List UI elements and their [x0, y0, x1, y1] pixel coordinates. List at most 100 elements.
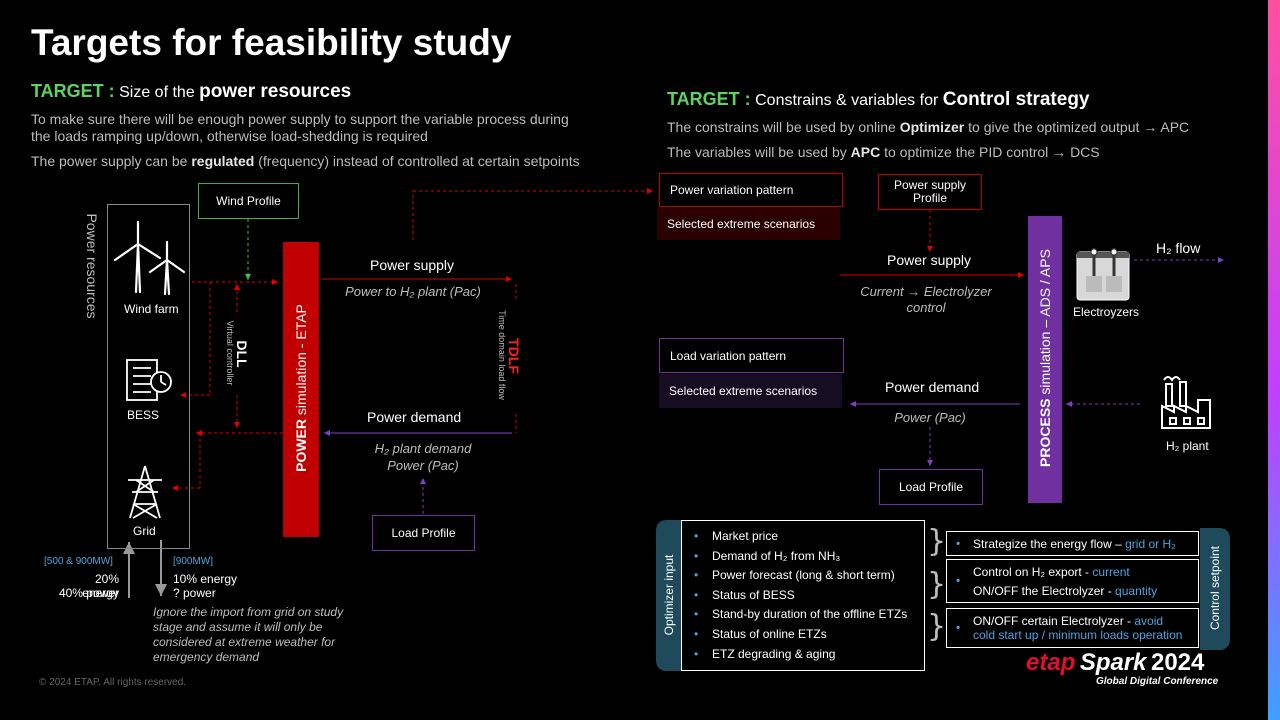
optimizer-item: Status of BESS	[682, 586, 924, 606]
power-demand-label: Power demand	[367, 409, 462, 425]
line2-bold: APC	[850, 144, 881, 160]
electrolyzer-icon	[1076, 248, 1130, 301]
line2-pre: The variables will be used by	[667, 144, 847, 160]
wind-farm-label: Wind farm	[124, 302, 179, 316]
logo-etap: etap	[1026, 649, 1076, 676]
load-variation-pattern-box[interactable]: Load variation pattern	[659, 338, 844, 373]
left-target-bold: power resources	[199, 81, 352, 102]
para2-bold: regulated	[191, 153, 255, 169]
grid-label: Grid	[133, 524, 156, 538]
control-b2-line2: ON/OFF the Electrolyzer -	[973, 583, 1112, 598]
process-power-demand-subtitle: Power (Pac)	[894, 410, 966, 425]
left-target-key: TARGET :	[31, 81, 115, 101]
optimizer-tab	[656, 520, 681, 671]
right-target-bold: Control strategy	[942, 89, 1090, 110]
control-b2-line1-highlight: current	[1092, 564, 1130, 579]
control-b3-line1: ON/OFF certain Electrolyzer -	[973, 614, 1132, 628]
optimizer-item: Stand-by duration of the offline ETZs	[682, 605, 924, 625]
power-demand-subtitle-2: Power (Pac)	[387, 458, 459, 473]
wind-turbine-icon	[113, 220, 186, 296]
control-tab	[1200, 528, 1230, 650]
optimizer-input-box: Market price Demand of H₂ from NH₃ Power…	[681, 520, 925, 671]
logo-year: 2024	[1150, 649, 1205, 676]
power-demand-subtitle-1: H₂ plant demand	[374, 441, 472, 456]
grid-export-range: [900MW]	[173, 556, 214, 567]
right-target-key: TARGET :	[667, 89, 751, 109]
brace-1: }	[927, 524, 947, 559]
control-b2-line1: Control on H₂ export -	[973, 564, 1090, 579]
process-simulation-label: PROCESS simulation – ADS / APS	[1037, 238, 1053, 478]
selected-extreme-scenarios-1: Selected extreme scenarios	[657, 208, 840, 240]
left-target-paragraph-1: To make sure there will be enough power …	[31, 111, 569, 144]
para2-pre: The power supply can be	[31, 153, 188, 169]
edge-gradient-stripe	[1268, 0, 1280, 720]
process-power-supply-subtitle-1: Current → Electrolyzer	[860, 284, 992, 299]
control-box-h2-export: Control on H₂ export - current ON/OFF th…	[946, 559, 1199, 603]
factory-icon	[1161, 376, 1211, 429]
grid-note: Ignore the import from grid on study sta…	[153, 605, 344, 664]
brace-2: }	[927, 567, 947, 602]
right-target-pre: Constrains & variables for	[755, 92, 939, 109]
power-resources-box	[107, 204, 190, 549]
load-profile-box-right[interactable]: Load Profile	[879, 469, 983, 505]
process-power-supply-label: Power supply	[887, 252, 972, 268]
power-sim-bold: POWER	[293, 419, 309, 472]
tdlf-subtitle: Time domain load flow	[497, 310, 507, 400]
line1-post: to give the optimized output → APC	[968, 119, 1190, 135]
power-sim-rest: simulation - ETAP	[293, 304, 309, 419]
grid-import-range: [500 & 900MW]	[44, 556, 113, 567]
left-target-paragraph-2: The power supply can be regulated (frequ…	[31, 153, 611, 170]
h2-plant-label: H₂ plant	[1166, 439, 1209, 453]
process-power-demand-label: Power demand	[885, 379, 980, 395]
grid-export-power: ? power	[173, 586, 216, 600]
process-sim-rest: simulation – ADS / APS	[1037, 249, 1053, 399]
left-target-pre: Size of the	[119, 84, 195, 101]
optimizer-item: ETZ degrading & aging	[682, 645, 924, 665]
optimizer-item: Power forecast (long & short term)	[682, 566, 924, 586]
control-b1-text: Strategize the energy flow –	[973, 536, 1122, 551]
left-target-heading: TARGET : Size of the power resources	[31, 81, 351, 103]
bess-label: BESS	[127, 408, 160, 422]
control-box-energy-flow: Strategize the energy flow – grid or H₂	[946, 531, 1199, 556]
para2-post: (frequency) instead of controlled at cer…	[258, 153, 580, 169]
line2-post: to optimize the PID control → DCS	[884, 144, 1100, 160]
logo-subtitle: Global Digital Conference	[1096, 676, 1219, 687]
brace-3: }	[927, 609, 947, 644]
optimizer-label: Optimizer input	[662, 554, 676, 636]
power-simulation-label: POWER simulation - ETAP	[293, 288, 309, 488]
electrolyzers-label: Electroyzers	[1073, 305, 1140, 319]
power-simulation-bar	[283, 242, 319, 537]
control-box-electrolyzer: ON/OFF certain Electrolyzer - avoid cold…	[946, 608, 1199, 648]
control-b3-line1-highlight: avoid	[1134, 614, 1164, 628]
power-variation-pattern-box[interactable]: Power variation pattern	[659, 173, 843, 207]
dll-subtitle: Virtual controller	[225, 320, 235, 386]
selected-extreme-scenarios-2: Selected extreme scenarios	[659, 374, 842, 408]
battery-storage-icon	[126, 359, 172, 401]
page-title: Targets for feasibility study	[31, 22, 512, 63]
right-target-line-1: The constrains will be used by online Op…	[667, 119, 1189, 136]
copyright: © 2024 ETAP. All rights reserved.	[39, 677, 187, 688]
line1-bold: Optimizer	[899, 119, 965, 135]
power-resources-label: Power resources	[84, 213, 100, 319]
control-b3-line2: cold start up / minimum loads operation	[973, 628, 1183, 642]
process-sim-bold: PROCESS	[1037, 398, 1053, 467]
wind-profile-box[interactable]: Wind Profile	[198, 183, 299, 219]
grid-export-energy: 10% energy	[173, 572, 238, 586]
logo-spark: Spark	[1079, 649, 1147, 676]
power-supply-label: Power supply	[370, 257, 455, 273]
control-b2-line2-highlight: quantity	[1115, 583, 1158, 598]
process-power-supply-subtitle-2: control	[906, 300, 946, 315]
optimizer-item: Demand of H₂ from NH₃	[682, 547, 924, 567]
power-supply-profile-box[interactable]: Power supply Profile	[878, 174, 982, 210]
etap-spark-logo: etap Spark 2024	[1026, 649, 1204, 677]
control-setpoint-label: Control setpoint	[1208, 545, 1222, 631]
control-b1-highlight: grid or H₂	[1125, 536, 1176, 551]
right-target-line-2: The variables will be used by APC to opt…	[667, 144, 1100, 161]
dll-label: DLL	[234, 340, 250, 368]
optimizer-item: Market price	[682, 527, 924, 547]
right-target-heading: TARGET : Constrains & variables for Cont…	[667, 89, 1090, 111]
h2-flow-label: H₂ flow	[1156, 240, 1201, 256]
grid-import-power: 40% power	[58, 586, 119, 600]
load-profile-box-left[interactable]: Load Profile	[372, 515, 475, 551]
